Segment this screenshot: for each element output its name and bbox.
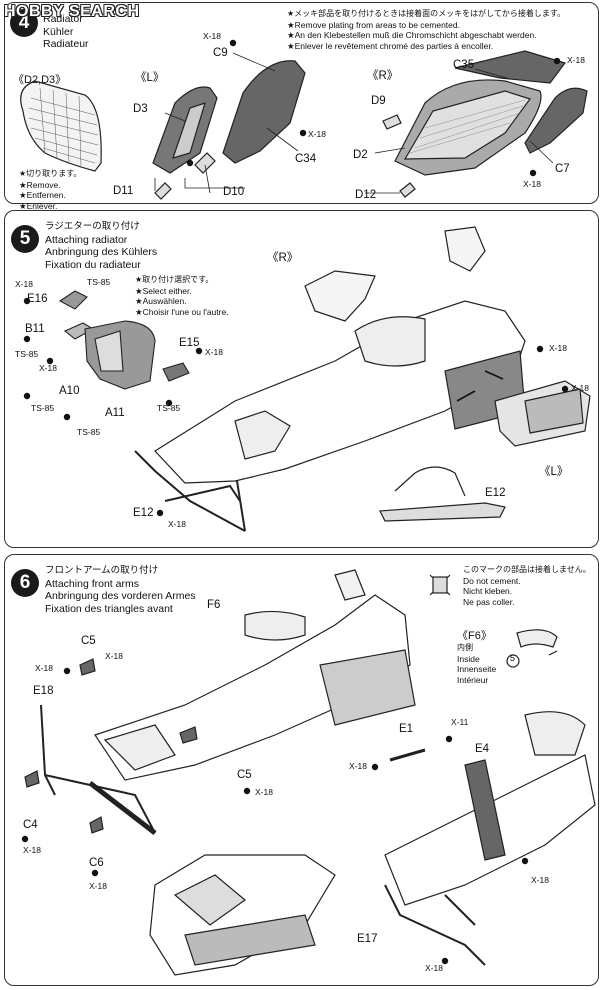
screw-label: X-18 (89, 881, 107, 891)
part-c9: C9 (213, 47, 228, 59)
screw-icons (186, 39, 561, 177)
chassis-lower-view (149, 854, 336, 976)
sidepod-detail (58, 290, 190, 390)
part-e17: E17 (357, 933, 378, 945)
part-c5-lower: C5 (237, 769, 252, 781)
part-e1: E1 (399, 723, 414, 735)
part-c34: C34 (295, 153, 317, 165)
screw-label: X-18 (23, 845, 41, 855)
do-not-cement-note: このマークの部品は接着しません。 Do not cement. Nicht kl… (463, 565, 591, 607)
screw-label: X-18 (523, 179, 541, 189)
f6-detail (506, 629, 558, 668)
screw-label: X-18 (39, 363, 57, 373)
part-d2: D2 (353, 149, 368, 161)
part-e18: E18 (33, 685, 54, 697)
inside-note: 内側 Inside Innenseite Intérieur (457, 643, 497, 685)
front-arm-right (384, 884, 486, 966)
tape-label: TS-85 (157, 403, 181, 413)
circled-number: 5 (510, 653, 516, 663)
right-side-label: 《R》 (267, 252, 299, 264)
part-c6: C6 (89, 857, 104, 869)
step-title: Radiator Kühler Radiateur (43, 13, 89, 50)
screw-icons (23, 297, 569, 517)
part-e12-inset: E12 (485, 487, 506, 499)
front-assembly-right (384, 711, 596, 906)
step-title: ラジエターの取り付け Attaching radiator Anbringung… (45, 221, 158, 271)
screw-label: X-18 (168, 519, 186, 529)
wing-detail (379, 466, 506, 522)
tape-label: TS-85 (31, 403, 55, 413)
part-c4: C4 (23, 819, 38, 831)
part-c7: C7 (555, 163, 570, 175)
select-either-note: ★取り付け選択です。 ★Select either. ★Auswählen. ★… (135, 275, 229, 317)
part-d10: D10 (223, 186, 245, 198)
screw-label: X-18 (567, 55, 585, 65)
grille-part (20, 80, 102, 172)
part-f6: F6 (207, 599, 221, 611)
chassis-body (154, 226, 591, 484)
step-5-panel: 5 ラジエターの取り付け Attaching radiator Anbringu… (4, 210, 599, 548)
screw-label-x11: X-11 (451, 717, 469, 727)
plating-warning: ★メッキ部品を取り付けるときは接着面のメッキをはがしてから接着します。 ★Rem… (287, 9, 566, 51)
part-d9: D9 (371, 95, 386, 107)
part-e4: E4 (475, 743, 490, 755)
screw-label: X-18 (308, 129, 326, 139)
screw-label: X-18 (255, 787, 273, 797)
radiator-left-parts (152, 60, 306, 200)
front-arm-left (40, 704, 157, 835)
part-c35: C35 (453, 59, 475, 71)
tape-label: TS-85 (15, 349, 39, 359)
radiator-right-parts (382, 50, 588, 198)
screw-label: X-18 (205, 347, 223, 357)
part-d3: D3 (133, 103, 148, 115)
part-b11: B11 (25, 323, 45, 335)
part-d11: D11 (113, 185, 134, 197)
screw-label: X-18 (549, 343, 567, 353)
chassis-body (94, 569, 416, 781)
part-d12: D12 (355, 189, 377, 201)
left-side-label: 《L》 (135, 72, 165, 84)
screw-label: X-18 (425, 963, 443, 973)
step-4-panel: 4 Radiator Kühler Radiateur ★メッキ部品を取り付ける… (4, 2, 599, 211)
watermark-logo: HOBBY SEARCH (4, 3, 140, 20)
variant-label-d2-d3: 《D2,D3》 (13, 74, 67, 86)
part-a10: A10 (59, 385, 80, 397)
step-5-illustration (23, 226, 591, 532)
screw-label: X-18 (349, 761, 367, 771)
screw-label: X-18 (15, 279, 33, 289)
step-6-panel: 6 フロントアームの取り付け Attaching front arms Anbr… (4, 554, 599, 986)
screw-label: X-18 (203, 31, 221, 41)
screw-label: X-18 (531, 875, 549, 885)
step-number: 6 (11, 569, 39, 597)
step-number: 4 (10, 9, 38, 37)
front-wing (134, 450, 246, 532)
tape-label: TS-85 (87, 277, 111, 287)
part-e16: E16 (27, 293, 48, 305)
part-c5: C5 (81, 635, 96, 647)
step-title: フロントアームの取り付け Attaching front arms Anbrin… (45, 565, 196, 615)
part-a11: A11 (105, 407, 125, 419)
step-6-illustration (21, 569, 596, 976)
tape-label: TS-85 (77, 427, 101, 437)
screw-label: X-18 (571, 383, 589, 393)
screw-icons (21, 667, 529, 965)
left-side-label: 《L》 (539, 466, 569, 478)
part-e15: E15 (179, 337, 200, 349)
no-cement-icon (429, 574, 451, 596)
screw-label: X-18 (35, 663, 53, 673)
part-e12: E12 (133, 507, 154, 519)
screw-label: X-18 (105, 651, 123, 661)
right-side-label: 《R》 (367, 70, 399, 82)
remove-note: ★切り取ります。 ★Remove. ★Entfernen. ★Enlever. (19, 169, 82, 211)
f6-variant-label: 《F6》 (457, 630, 492, 642)
step-number: 5 (11, 225, 39, 253)
step-4-illustration (20, 39, 588, 200)
